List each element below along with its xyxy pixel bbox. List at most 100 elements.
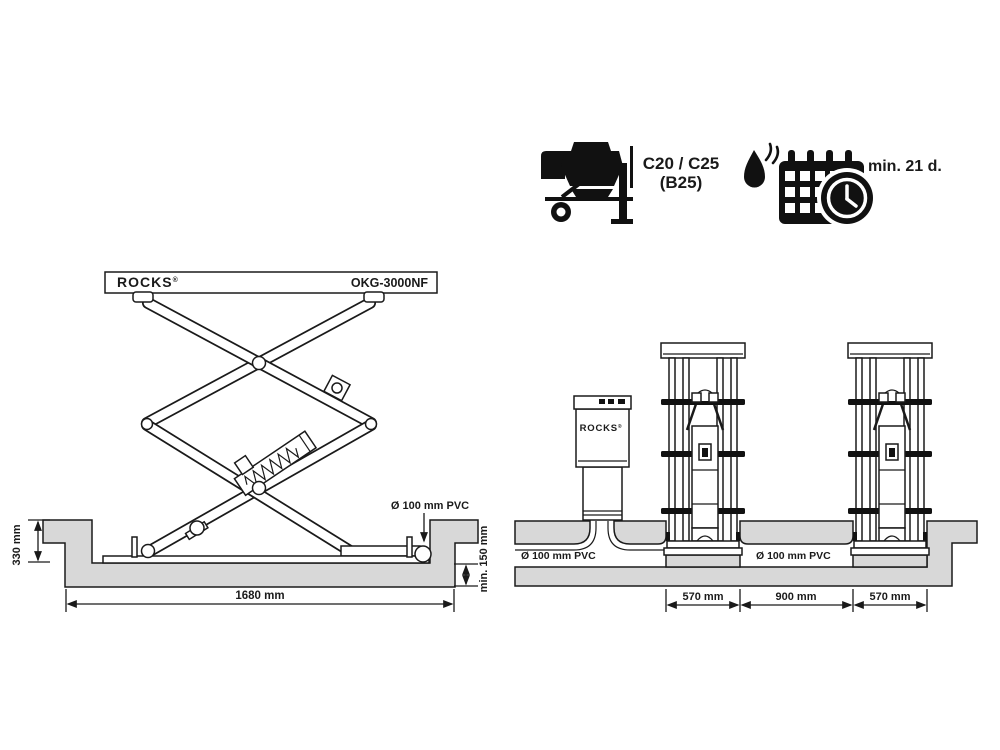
column-base-plate: [666, 540, 740, 549]
pit-corner-nub: [666, 532, 670, 541]
side-dimensions: 330 mm min. 150 mm 1680 mm: [11, 519, 490, 612]
mixer-drum-band: [571, 189, 613, 197]
dim-label-gap: 900 mm: [776, 591, 817, 603]
carriage-arm: [685, 403, 698, 431]
spec-icons: C20 / C25 (B25): [541, 142, 942, 228]
column-crossbar: [661, 451, 694, 457]
concrete-mixer-icon: [541, 142, 633, 224]
mixer-strut: [560, 182, 581, 199]
side-pipe-label: Ø 100 mm PVC: [391, 500, 469, 512]
cylinder-tab: [233, 454, 255, 476]
model-label: OKG-3000NF: [351, 276, 428, 290]
carriage-mast: [691, 425, 719, 529]
pit1-floor-fill: [665, 554, 741, 568]
anchor-pin-left: [131, 536, 138, 558]
hydraulic-cylinder: [233, 430, 318, 497]
drop-shape: [744, 150, 765, 188]
mid-roller: [189, 520, 205, 536]
platform-foot-right: [363, 291, 385, 303]
column-crossbar: [712, 399, 745, 405]
column-base-bar: [663, 547, 743, 556]
column-crossbar: [712, 451, 745, 457]
scissor-arms: [141, 297, 377, 558]
calendar-cell: [815, 171, 825, 181]
column-crossbar: [712, 508, 745, 514]
pivot-lower-center: [251, 480, 267, 496]
lift-platform: ROCKS® OKG-3000NF: [104, 271, 438, 303]
front-view: ROCKS® Ø 100 mm PVC Ø 100 mm PVC 570 mm …: [514, 341, 978, 612]
side-view: ROCKS® OKG-3000NF Ø 100 mm PVC 330 mm mi…: [11, 271, 490, 612]
lift-column-2: [846, 341, 934, 557]
pvc-pipe-section: [414, 545, 432, 563]
dim-label-length: 1680 mm: [235, 590, 284, 602]
front-floor-mid-left: [613, 520, 667, 545]
calendar-cell: [785, 203, 795, 213]
pivot-mid-left: [140, 417, 154, 431]
mast-lower: [691, 527, 719, 542]
mixer-handle: [630, 146, 633, 188]
calendar-cell: [785, 171, 795, 181]
platform-body: [104, 271, 438, 294]
curing-time-label: min. 21 d.: [868, 158, 942, 175]
water-drop-icon: [744, 142, 780, 188]
carriage-arm: [712, 403, 725, 431]
platform-foot-left: [132, 291, 154, 303]
mixer-drum-rim: [571, 142, 611, 151]
pivot-upper-center: [251, 355, 267, 371]
mixer-motor: [541, 151, 565, 179]
calendar-cell: [785, 187, 795, 197]
calendar-cell: [800, 203, 810, 213]
front-floor-left: [514, 520, 591, 545]
calendar-cell: [800, 171, 810, 181]
carriage-hook: [691, 392, 702, 403]
dim-label-slab: min. 150 mm: [478, 525, 490, 592]
anchor-pin-right: [406, 536, 413, 558]
column-crossbar: [661, 399, 694, 405]
control-box-pedestal: [582, 466, 623, 521]
control-box-cabinet: [575, 408, 630, 468]
lift-column: [660, 342, 746, 556]
mixer-foot: [611, 219, 633, 224]
calendar-clock-icon: [779, 150, 877, 228]
pipe-inner-wall-right: [607, 521, 666, 551]
dim-label-pit2: 570 mm: [870, 591, 911, 603]
mixer-axle: [545, 197, 633, 201]
cap-switch: [618, 399, 625, 404]
steam-mark-1: [764, 142, 773, 162]
front-dimensions: 570 mm 900 mm 570 mm: [665, 589, 928, 612]
concrete-class-line1: C20 / C25: [643, 154, 720, 173]
clock-hand-hour: [845, 197, 858, 208]
cap-switch: [599, 399, 605, 404]
steam-mark-2: [771, 145, 780, 165]
cylinder-cap: [298, 434, 311, 453]
column-crossbar: [661, 508, 694, 514]
front-pipe-label-left: Ø 100 mm PVC: [521, 550, 596, 562]
concrete-class-line2: (B25): [660, 173, 703, 192]
pit2-floor-fill: [852, 554, 928, 568]
dim-label-depth: 330 mm: [11, 524, 23, 565]
front-floor-center: [739, 520, 854, 545]
pivot-mid-right: [364, 417, 378, 431]
control-box-brand: ROCKS®: [580, 423, 623, 434]
mast-window-dot: [702, 448, 708, 457]
mixer-post: [619, 163, 627, 221]
front-pipe-label-mid: Ø 100 mm PVC: [756, 550, 831, 562]
base-roller-left: [140, 543, 156, 559]
mixer-drum-body: [561, 151, 623, 186]
cap-switch: [608, 399, 614, 404]
calendar-cell: [800, 187, 810, 197]
clock-ring: [826, 177, 868, 219]
mast-dome: [696, 535, 714, 542]
dim-label-pit1: 570 mm: [683, 591, 724, 603]
column-top-bar: [660, 342, 746, 359]
side-concrete-section: [42, 519, 479, 588]
pipe-inner-wall-left: [515, 521, 597, 551]
brand-logo: ROCKS®: [117, 274, 179, 290]
mixer-wheel-hub: [556, 207, 566, 217]
pit-corner-nub: [736, 532, 740, 541]
latch-pin: [331, 382, 343, 394]
base-frame: [102, 520, 432, 564]
control-box: ROCKS®: [573, 395, 632, 521]
